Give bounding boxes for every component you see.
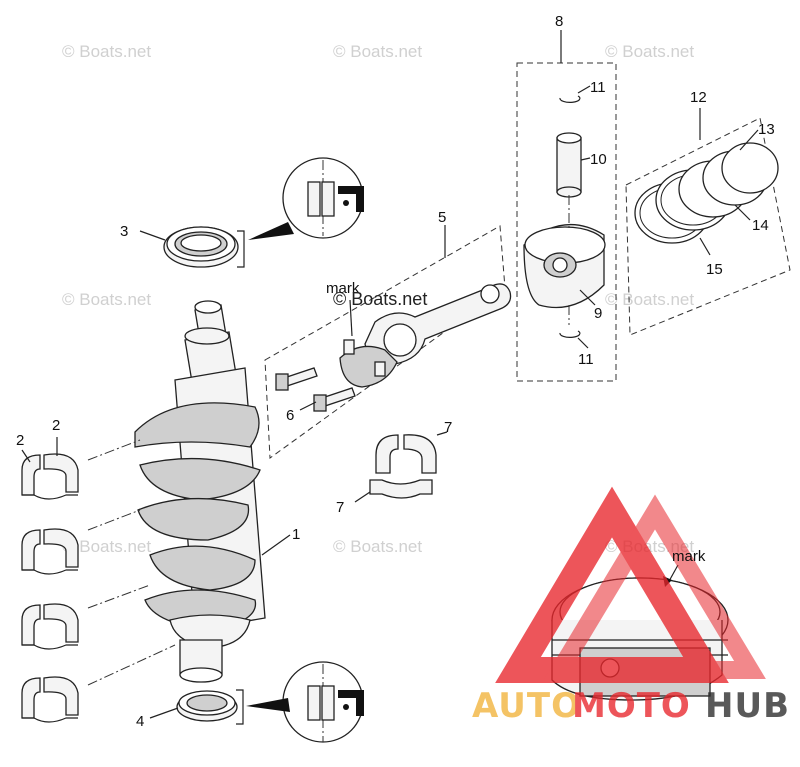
callout-15: 15	[706, 261, 723, 278]
callout-2: 2	[16, 432, 24, 449]
rod-bearing	[354, 431, 448, 503]
callout-10: 10	[590, 151, 607, 168]
main-bearings	[21, 437, 176, 723]
watermark-text: © Boats.net	[605, 290, 694, 309]
callout-8: 8	[555, 13, 563, 30]
oil-seal-top	[139, 226, 245, 268]
watermark-text: © Boats.net	[333, 42, 422, 61]
oil-seal-bottom	[149, 689, 244, 725]
logo-text-auto: AUTO	[472, 686, 581, 726]
seal-detail-bubble-top	[248, 157, 364, 240]
callout-labels: 1 2 2 3 4 5 6 7 7 8 9 10 11 11 12 13 14 …	[16, 13, 775, 730]
connecting-rod-group	[264, 225, 512, 459]
crankshaft	[134, 300, 291, 683]
watermark-text: © Boats.net	[333, 289, 427, 309]
callout-9: 9	[594, 305, 602, 322]
bearing-pair	[21, 453, 79, 500]
piston-ring-set	[625, 108, 791, 336]
callout-12: 12	[690, 89, 707, 106]
callout-6: 6	[286, 407, 294, 424]
logo-text-hub: HUB	[705, 686, 790, 726]
seal-detail-bubble-bottom	[246, 661, 364, 743]
callout-5: 5	[438, 209, 446, 226]
automotohub-logo: AUTO MOTO HUB	[472, 486, 790, 726]
watermark-text: © Boats.net	[62, 537, 151, 556]
callout-14: 14	[752, 217, 769, 234]
callout-11: 11	[578, 351, 594, 368]
callout-11: 11	[590, 79, 606, 96]
piston-group	[516, 30, 617, 382]
mark-label-piston: mark	[672, 548, 706, 565]
watermark-text: © Boats.net	[62, 290, 151, 309]
callout-3: 3	[120, 223, 128, 240]
watermark-text: © Boats.net	[333, 537, 422, 556]
callout-4: 4	[136, 713, 144, 730]
bearing-pair	[21, 676, 79, 723]
callout-1: 1	[292, 526, 300, 543]
callout-2: 2	[52, 417, 60, 434]
callout-7: 7	[336, 499, 344, 516]
callout-13: 13	[758, 121, 775, 138]
bearing-pair	[21, 603, 79, 650]
logo-text-moto: MOTO	[572, 686, 691, 726]
bearing-pair	[21, 528, 79, 575]
watermark-text: © Boats.net	[62, 42, 151, 61]
callout-7: 7	[444, 419, 452, 436]
mark-label-rod: mark	[326, 280, 360, 297]
watermark-text: © Boats.net	[605, 42, 694, 61]
